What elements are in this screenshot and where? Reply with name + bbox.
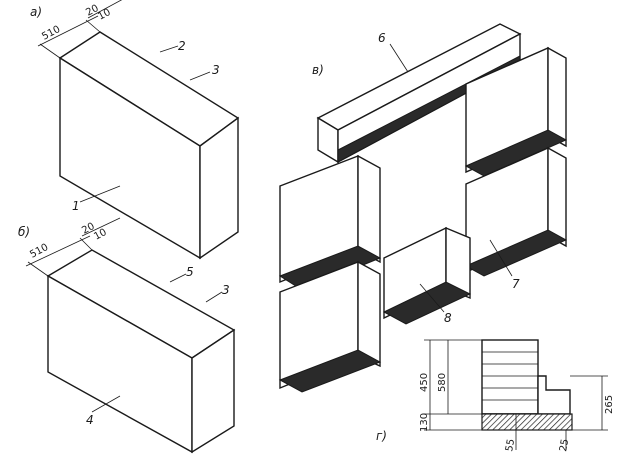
- wall-b-side-face: [191, 328, 235, 454]
- wall-a-dim-510: 510: [40, 24, 62, 43]
- wall-a-dim-line-2: [87, 0, 123, 19]
- section-base: [482, 375, 571, 415]
- panel-b-label: б): [18, 225, 30, 239]
- callout-8: 8: [444, 311, 452, 325]
- wall-b-ext-line-2: [79, 237, 93, 251]
- wall-a-callout-1: 1: [72, 199, 80, 213]
- sill-block-seam: [382, 281, 472, 325]
- wall-b-callout-4: 4: [86, 413, 94, 427]
- right-lower-block-side: [547, 146, 567, 248]
- callout-6-leader: [389, 43, 409, 73]
- block-assembly: 6 7 8: [278, 23, 568, 393]
- right-upper-block-seam: [464, 129, 568, 177]
- wall-a-ext-line-2: [85, 19, 101, 33]
- right-upper-block-side: [547, 46, 567, 148]
- wall-b-ext-line-1: [27, 261, 49, 277]
- callout-7: 7: [512, 277, 520, 291]
- wall-b-callout-3: 3: [222, 283, 230, 297]
- dim-265: 265: [604, 395, 615, 414]
- wall-a-dim-10: 10: [96, 7, 112, 23]
- wall-a-dim-20: 20: [84, 3, 100, 19]
- wall-b-dim-line: [25, 235, 91, 267]
- wall-b: 510 20 10 5 3 4: [25, 217, 236, 454]
- section-detail: 450 580 130 265 55 25: [419, 339, 615, 453]
- wall-a-ext-line-1: [39, 43, 61, 59]
- wall-b-leader-3: [205, 291, 223, 303]
- wall-b-dim-20: 20: [80, 221, 96, 237]
- wall-b-dim-line-2: [81, 217, 121, 237]
- left-upper-block-side: [357, 154, 381, 264]
- wall-b-leader-5: [169, 273, 187, 283]
- wall-a-leader-2: [159, 45, 179, 53]
- dim-450: 450: [419, 373, 430, 392]
- wall-a-side-face: [199, 116, 239, 260]
- callout-7-leader: [489, 239, 513, 277]
- wall-a: 510 20 10 2 3 1: [37, 0, 240, 260]
- callout-8-leader: [419, 283, 445, 313]
- wall-a-leader-3: [189, 71, 211, 81]
- dim-580: 580: [437, 373, 448, 392]
- left-upper-block-seam: [278, 245, 382, 291]
- sill-block-side: [445, 226, 471, 300]
- panel-g-label: г): [376, 429, 387, 443]
- panel-v-label: в): [312, 63, 324, 77]
- right-lower-block-seam: [464, 229, 568, 277]
- wall-a-dim-line: [37, 15, 99, 47]
- dim-55: 55: [504, 438, 517, 452]
- wall-a-callout-2: 2: [178, 39, 186, 53]
- left-lower-block-seam: [278, 349, 382, 393]
- wall-a-callout-3: 3: [212, 63, 220, 77]
- panel-a-label: а): [30, 5, 42, 19]
- section-block: [481, 339, 539, 415]
- callout-6: 6: [378, 31, 386, 45]
- wall-b-dim-510: 510: [28, 242, 50, 261]
- wall-b-callout-5: 5: [186, 265, 194, 279]
- wall-a-leader-1: [79, 185, 121, 203]
- wall-b-leader-4: [91, 395, 121, 413]
- left-lower-block-side: [357, 260, 381, 368]
- dim-25: 25: [558, 438, 571, 452]
- wall-b-dim-10: 10: [92, 227, 108, 243]
- section-slab: [481, 413, 573, 431]
- dim-130: 130: [419, 413, 430, 432]
